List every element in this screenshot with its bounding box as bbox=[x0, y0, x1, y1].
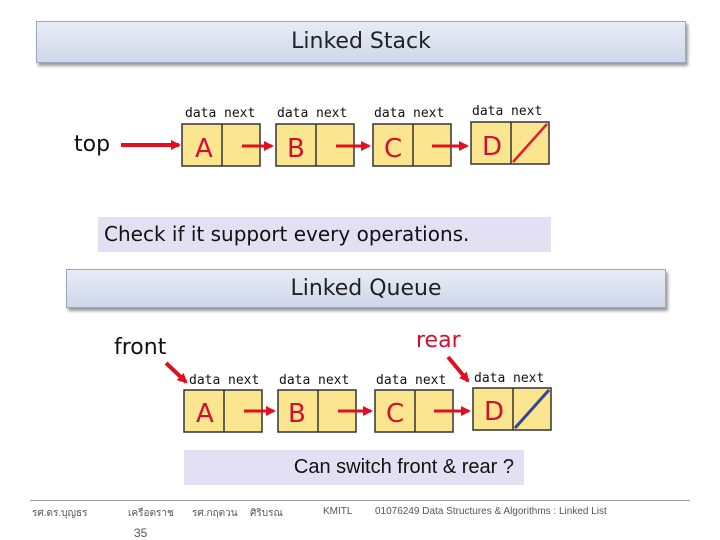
queue-null-slash bbox=[513, 388, 551, 430]
queue-next-label-1: next bbox=[228, 373, 259, 388]
queue-field-labels: data next data next data next data next bbox=[189, 371, 544, 388]
queue-node-a: A bbox=[183, 389, 263, 433]
footer-divider bbox=[30, 500, 690, 501]
footer-org: KMITL bbox=[323, 506, 353, 517]
queue-node-c-value: C bbox=[386, 399, 404, 429]
stack-node-c-value: C bbox=[384, 134, 402, 164]
footer-author-3: รศ.กฤตวน bbox=[192, 508, 238, 519]
queue-node-b-value: B bbox=[288, 399, 306, 429]
queue-note: Can switch front & rear ? bbox=[184, 450, 524, 485]
stack-top-label: top bbox=[74, 132, 110, 157]
queue-data-label-3: data bbox=[376, 373, 407, 388]
footer-author-2: เครือตราช bbox=[128, 508, 174, 519]
stack-data-label-3: data bbox=[374, 106, 405, 121]
stack-title: Linked Stack bbox=[36, 21, 686, 63]
queue-front-label: front bbox=[114, 335, 167, 360]
stack-next-label-3: next bbox=[413, 106, 444, 121]
queue-node-d: D bbox=[472, 387, 552, 431]
queue-data-label-2: data bbox=[279, 373, 310, 388]
queue-node-d-value: D bbox=[484, 397, 504, 427]
stack-field-labels: data next data next data next data next bbox=[185, 104, 542, 121]
queue-data-label-1: data bbox=[189, 373, 220, 388]
queue-title: Linked Queue bbox=[66, 269, 666, 308]
stack-node-d-value: D bbox=[482, 132, 502, 162]
footer-course: 01076249 Data Structures & Algorithms : … bbox=[375, 506, 607, 517]
stack-data-label-1: data bbox=[185, 106, 216, 121]
footer-author-1: รศ.ดร.บุญธร bbox=[32, 508, 88, 519]
queue-next-label-2: next bbox=[318, 373, 349, 388]
queue-rear-label: rear bbox=[416, 328, 462, 353]
stack-node-b: B bbox=[275, 123, 355, 167]
queue-rear-arrow bbox=[446, 355, 470, 383]
stack-note: Check if it support every operations. bbox=[98, 217, 551, 252]
queue-front-arrow bbox=[164, 361, 188, 384]
stack-node-a-value: A bbox=[195, 134, 213, 164]
stack-next-label-4: next bbox=[511, 104, 542, 119]
page-number: 35 bbox=[134, 526, 148, 540]
stack-node-b-value: B bbox=[287, 134, 305, 164]
footer-author-4: ศิริบรณ bbox=[250, 508, 283, 519]
queue-next-label-3: next bbox=[415, 373, 446, 388]
stack-null-slash bbox=[512, 123, 548, 163]
stack-next-label-1: next bbox=[224, 106, 255, 121]
stack-data-label-4: data bbox=[472, 104, 503, 119]
stack-node-d: D bbox=[470, 121, 550, 165]
queue-data-label-4: data bbox=[474, 371, 505, 386]
queue-node-a-value: A bbox=[196, 399, 214, 429]
queue-next-label-4: next bbox=[513, 371, 544, 386]
stack-next-label-2: next bbox=[316, 106, 347, 121]
stack-data-label-2: data bbox=[277, 106, 308, 121]
